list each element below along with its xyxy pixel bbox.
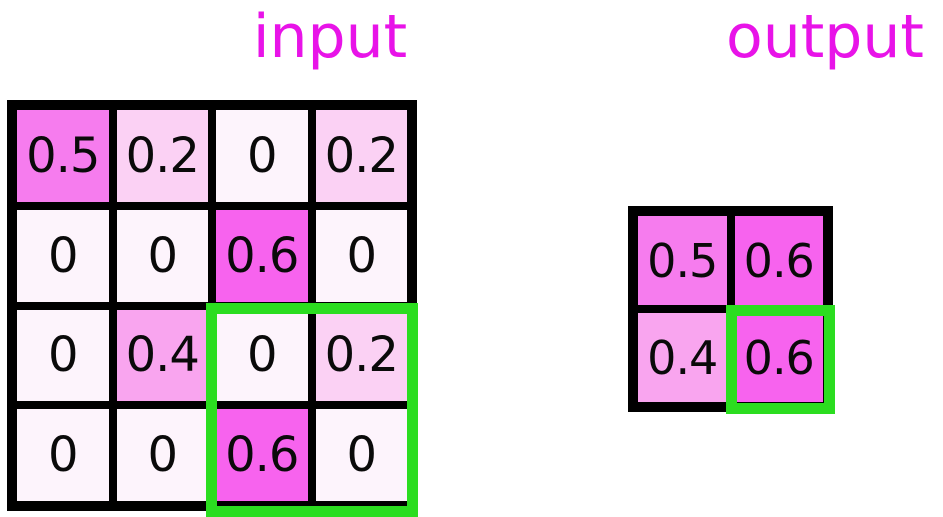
output-cell-r1-c2: 0.6 xyxy=(734,216,823,305)
output-title: output xyxy=(726,2,924,72)
input-cell-r2-c1: 0 xyxy=(17,209,109,302)
input-cell-r2-c4: 0 xyxy=(315,209,407,302)
input-cell-r4-c2: 0 xyxy=(116,409,208,501)
input-cell-r1-c3: 0 xyxy=(216,110,308,202)
input-title: input xyxy=(252,2,408,72)
input-cell-r1-c4: 0.2 xyxy=(315,110,407,202)
input-cell-r3-c2: 0.4 xyxy=(116,309,208,402)
input-cell-r2-c2: 0 xyxy=(116,209,208,302)
output-cell-r2-c2: 0.6 xyxy=(734,313,823,402)
output-cell-r1-c1: 0.5 xyxy=(638,216,727,305)
input-cell-r4-c1: 0 xyxy=(17,409,109,501)
input-cell-r3-c3: 0 xyxy=(216,309,308,402)
input-cell-r4-c3: 0.6 xyxy=(216,409,308,501)
input-cell-r3-c4: 0.2 xyxy=(315,309,407,402)
output-cell-r2-c1: 0.4 xyxy=(638,313,727,402)
input-cell-r1-c1: 0.5 xyxy=(17,110,109,202)
input-cell-r3-c1: 0 xyxy=(17,309,109,402)
input-cell-r1-c2: 0.2 xyxy=(116,110,208,202)
input-cell-r4-c4: 0 xyxy=(315,409,407,501)
input-cell-r2-c3: 0.6 xyxy=(216,209,308,302)
